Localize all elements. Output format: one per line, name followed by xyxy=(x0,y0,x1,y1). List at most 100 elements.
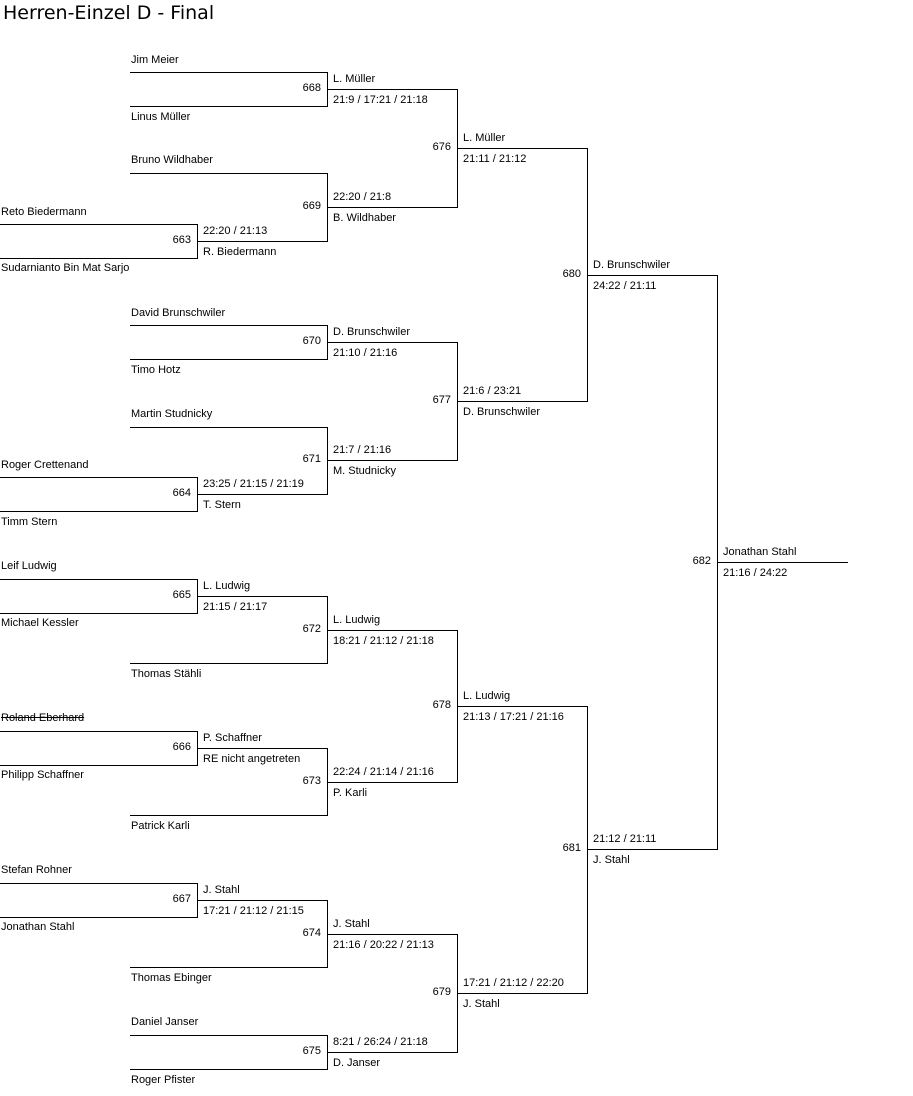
match-672-number: 672 xyxy=(302,623,321,635)
match-677-number: 677 xyxy=(432,394,451,406)
bracket-line xyxy=(130,72,328,73)
bracket-line xyxy=(0,224,198,225)
bracket-line xyxy=(0,613,198,614)
match-680-winner: D. Brunschwiler xyxy=(593,259,671,271)
match-665-score: 21:15 / 21:17 xyxy=(203,601,268,613)
match-682-number: 682 xyxy=(692,555,711,567)
bracket-line xyxy=(0,258,198,259)
match-666-number: 666 xyxy=(172,741,191,753)
match-677-output-line xyxy=(457,401,588,402)
bracket-line xyxy=(0,917,198,918)
match-673-winner: P. Karli xyxy=(333,787,368,799)
match-676-output-line xyxy=(457,148,588,149)
match-668-winner: L. Müller xyxy=(333,73,376,85)
bracket-line xyxy=(0,765,198,766)
match-666-winner: P. Schaffner xyxy=(203,732,262,744)
match-666-score: RE nicht angetreten xyxy=(203,753,301,765)
match-675-output-line xyxy=(327,1052,458,1053)
match-678-output-line xyxy=(457,706,588,707)
match-670-output-line xyxy=(327,342,458,343)
match-676-score: 21:11 / 21:12 xyxy=(463,153,527,165)
match-680-number: 680 xyxy=(562,268,581,280)
match-674-winner: J. Stahl xyxy=(333,918,370,930)
bracket-line xyxy=(130,1069,328,1070)
match-663-winner: R. Biedermann xyxy=(203,246,277,258)
bracket-line xyxy=(130,106,328,107)
match-667-number: 667 xyxy=(172,893,191,905)
match-664-winner: T. Stern xyxy=(203,499,241,511)
match-667-winner: J. Stahl xyxy=(203,884,240,896)
match-671-score: 21:7 / 21:16 xyxy=(333,444,392,456)
entrant-name: Michael Kessler xyxy=(1,617,79,629)
match-676-number: 676 xyxy=(432,141,451,153)
match-666-output-line xyxy=(197,748,328,749)
match-679-winner: J. Stahl xyxy=(463,998,500,1010)
entrant-name: Timo Hotz xyxy=(131,364,181,376)
entrant-name: Linus Müller xyxy=(131,111,191,123)
match-674-number: 674 xyxy=(302,927,321,939)
match-675-score: 8:21 / 26:24 / 21:18 xyxy=(333,1036,428,1048)
entrant-name: Daniel Janser xyxy=(131,1016,199,1028)
bracket-line xyxy=(130,967,328,968)
entrant-name: Jonathan Stahl xyxy=(1,921,75,933)
match-664-score: 23:25 / 21:15 / 21:19 xyxy=(203,478,304,490)
entrant-name: Roger Crettenand xyxy=(1,459,89,471)
entrant-name: Bruno Wildhaber xyxy=(131,154,213,166)
bracket-line xyxy=(130,1035,328,1036)
match-674-output-line xyxy=(327,934,458,935)
bracket-line xyxy=(0,731,198,732)
entrant-name: Thomas Stähli xyxy=(131,668,202,680)
match-668-score: 21:9 / 17:21 / 21:18 xyxy=(333,94,428,106)
match-674-score: 21:16 / 20:22 / 21:13 xyxy=(333,939,434,951)
match-682-winner: Jonathan Stahl xyxy=(723,546,797,558)
match-670-score: 21:10 / 21:16 xyxy=(333,347,398,359)
bracket-line xyxy=(0,579,198,580)
match-677-winner: D. Brunschwiler xyxy=(463,406,541,418)
bracket-line xyxy=(130,427,328,428)
match-669-output-line xyxy=(327,207,458,208)
entrant-name: Patrick Karli xyxy=(131,820,190,832)
match-676-winner: L. Müller xyxy=(463,132,506,144)
entrant-name: Sudarnianto Bin Mat Sarjo xyxy=(1,262,130,274)
match-671-output-line xyxy=(327,460,458,461)
bracket-line xyxy=(130,359,328,360)
match-679-number: 679 xyxy=(432,986,451,998)
match-667-output-line xyxy=(197,900,328,901)
match-678-number: 678 xyxy=(432,699,451,711)
match-673-score: 22:24 / 21:14 / 21:16 xyxy=(333,766,434,778)
bracket-line xyxy=(0,511,198,512)
match-665-winner: L. Ludwig xyxy=(203,580,251,592)
match-673-output-line xyxy=(327,782,458,783)
match-679-score: 17:21 / 21:12 / 22:20 xyxy=(463,977,564,989)
match-668-number: 668 xyxy=(302,82,321,94)
match-678-score: 21:13 / 17:21 / 21:16 xyxy=(463,711,564,723)
page-title: Herren-Einzel D - Final xyxy=(3,2,215,24)
entrant-name: Roland Eberhard xyxy=(1,712,85,724)
match-678-winner: L. Ludwig xyxy=(463,690,511,702)
entrant-name: Stefan Rohner xyxy=(1,864,72,876)
match-677-score: 21:6 / 23:21 xyxy=(463,385,522,397)
match-665-number: 665 xyxy=(172,589,191,601)
match-680-score: 24:22 / 21:11 xyxy=(593,280,657,292)
match-681-score: 21:12 / 21:11 xyxy=(593,833,657,845)
entrant-name: Reto Biedermann xyxy=(1,206,87,218)
entrant-name: Leif Ludwig xyxy=(1,560,57,572)
entrant-name: Philipp Schaffner xyxy=(1,769,84,781)
match-672-output-line xyxy=(327,630,458,631)
entrant-name: Timm Stern xyxy=(1,516,58,528)
match-665-output-line xyxy=(197,596,328,597)
bracket-line xyxy=(130,173,328,174)
match-667-score: 17:21 / 21:12 / 21:15 xyxy=(203,905,304,917)
match-680-output-line xyxy=(587,275,718,276)
match-669-score: 22:20 / 21:8 xyxy=(333,191,392,203)
entrant-name: Martin Studnicky xyxy=(131,408,213,420)
match-670-winner: D. Brunschwiler xyxy=(333,326,411,338)
bracket-line xyxy=(130,815,328,816)
match-663-number: 663 xyxy=(172,234,191,246)
match-669-number: 669 xyxy=(302,200,321,212)
match-671-connector xyxy=(327,427,328,495)
match-675-number: 675 xyxy=(302,1045,321,1057)
match-682-score: 21:16 / 24:22 xyxy=(723,567,788,579)
entrant-name: David Brunschwiler xyxy=(131,307,226,319)
